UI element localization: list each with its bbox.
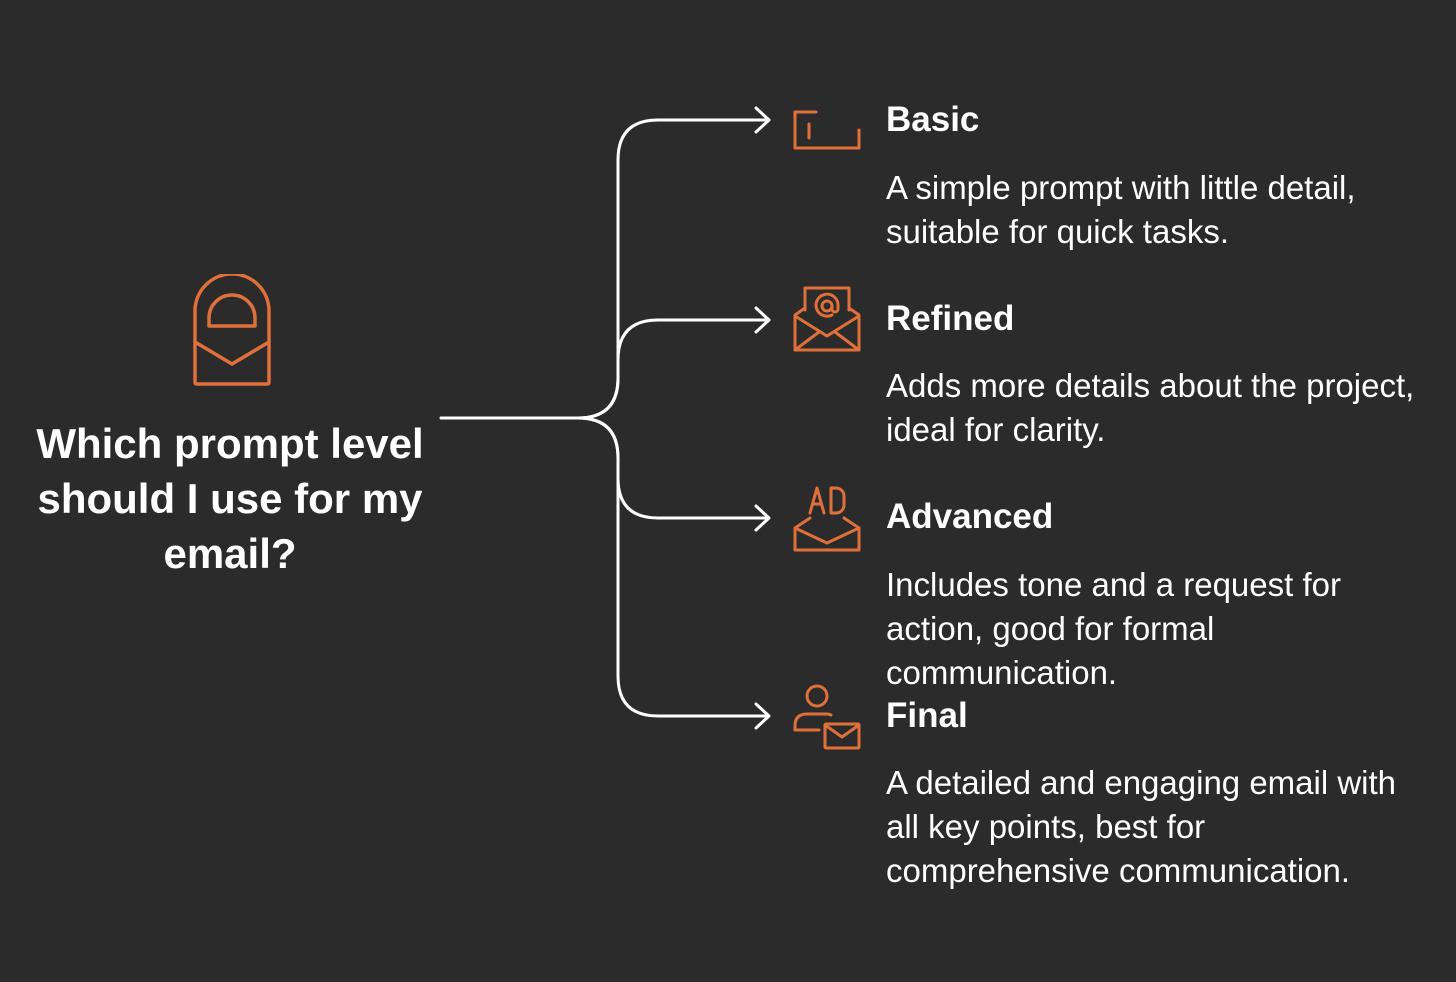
option-desc-advanced: Includes tone and a request for action, … xyxy=(886,566,1341,691)
option-title-basic: Basic xyxy=(886,100,980,139)
option-title-refined: Refined xyxy=(886,299,1015,338)
option-title-final: Final xyxy=(886,696,968,735)
connector-advanced xyxy=(576,416,770,520)
arrowhead-advanced xyxy=(754,504,771,532)
connector-refined xyxy=(576,318,770,420)
at-sign-envelope-icon xyxy=(793,286,861,352)
option-desc-basic: A simple prompt with little detail, suit… xyxy=(886,169,1356,250)
arrowhead-final xyxy=(754,702,771,730)
padlock-envelope-icon xyxy=(193,274,271,386)
connector-basic xyxy=(576,118,770,420)
arrowhead-refined xyxy=(754,306,771,334)
ad-envelope-icon xyxy=(793,486,861,552)
arrowhead-basic xyxy=(754,106,771,134)
empty-tray-icon xyxy=(793,110,861,150)
option-title-advanced: Advanced xyxy=(886,497,1054,536)
connector-final xyxy=(576,416,770,718)
person-envelope-icon xyxy=(793,684,861,750)
option-desc-final: A detailed and engaging email with all k… xyxy=(886,764,1397,889)
option-desc-refined: Adds more details about the project, ide… xyxy=(886,367,1415,448)
main-question: Which prompt level should I use for my e… xyxy=(36,420,424,577)
